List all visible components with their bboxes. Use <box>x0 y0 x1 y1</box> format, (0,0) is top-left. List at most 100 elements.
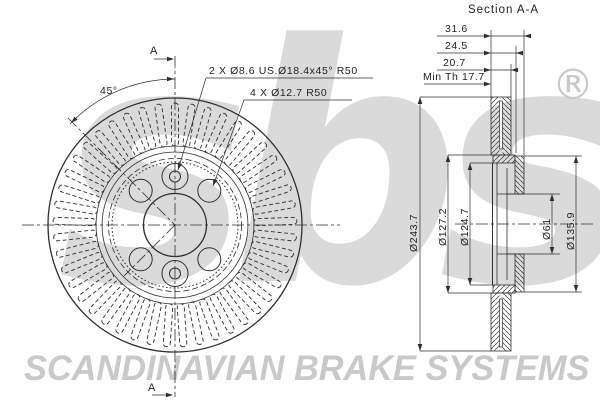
angle-arc <box>69 78 176 125</box>
dimension-arrowhead <box>484 67 491 73</box>
dimension-arrowhead <box>167 76 174 82</box>
dim-bore-diameter: Ø61 <box>541 218 553 240</box>
dimension-arrowhead <box>484 81 491 87</box>
sbs-logo-watermark: sbs <box>58 0 600 359</box>
vent-slot <box>232 141 268 174</box>
section-view: Section A-A <box>408 4 596 352</box>
vent-slot <box>72 154 111 183</box>
vent-slot <box>108 120 136 159</box>
callout-leader <box>212 99 245 187</box>
vent-slot <box>54 200 98 215</box>
vent-slot <box>253 216 298 227</box>
ring-pad-section <box>502 97 511 155</box>
vent-slot <box>193 107 212 150</box>
hat-edge-circle <box>101 151 249 299</box>
arrowheads <box>71 33 579 398</box>
vent-slot <box>53 229 97 242</box>
hat-face-wall <box>514 253 525 293</box>
vent-slot <box>236 271 273 302</box>
dimension-arrowhead <box>524 33 531 39</box>
vent-slot <box>245 169 286 193</box>
vent-slot <box>219 287 249 325</box>
vent-slot <box>239 154 278 183</box>
section-marker-bottom: A <box>148 382 156 394</box>
vent-slot <box>253 229 297 242</box>
dim-outer-diameter: Ø243.7 <box>408 214 420 252</box>
dim-thickness: 20.7 <box>443 57 466 69</box>
vent-channel <box>499 100 503 150</box>
countersunk-hole-outer <box>161 163 189 190</box>
vent-slot <box>171 102 179 147</box>
dimension-arrowhead <box>549 194 555 201</box>
vent-slot <box>214 120 242 159</box>
dim-hat-diameter-1: Ø127.2 <box>437 208 449 246</box>
vent-slot <box>247 251 289 274</box>
bolt-hole <box>197 178 222 203</box>
vent-channel <box>499 298 503 348</box>
vent-slot <box>204 112 228 154</box>
front-view: 45° 2 X Ø8.6 US.Ø18.4x45° R50 4 X Ø12.7 … <box>22 45 373 397</box>
vent-slot <box>56 241 99 258</box>
bolt-hole <box>128 178 153 203</box>
vent-slot <box>101 287 131 325</box>
vent-slot <box>64 169 105 193</box>
vent-slot <box>242 262 282 289</box>
dimension-arrowhead <box>445 286 451 293</box>
hidden-diameter-circle <box>108 158 242 292</box>
vent-slot <box>199 298 220 341</box>
dimension-arrowhead <box>445 155 451 162</box>
diagonal-centerline-upper <box>67 117 176 226</box>
dimension-arrowhead <box>484 50 491 56</box>
callout-leader <box>177 77 207 171</box>
dimension-arrowhead <box>484 33 491 39</box>
vent-slot <box>146 301 162 345</box>
dimension-arrowhead <box>573 156 579 163</box>
vent-slot <box>251 241 294 258</box>
vent-slot <box>68 262 108 289</box>
dimension-arrowhead <box>213 178 218 186</box>
dimension-arrowhead <box>177 162 183 170</box>
vent-slot <box>224 130 256 166</box>
vent-slot <box>82 141 118 174</box>
dimension-arrowhead <box>166 392 173 398</box>
vent-slot <box>58 184 101 204</box>
dimension-arrowhead <box>549 247 555 254</box>
ring-pad-section <box>491 293 500 351</box>
vent-slot <box>77 271 114 302</box>
vent-slot <box>122 112 146 154</box>
dim-width-mid: 24.5 <box>445 40 468 52</box>
bolt-hole-callout: 4 X Ø12.7 R50 <box>250 87 327 99</box>
vent-slots <box>52 102 298 348</box>
hat-cylinder-wall <box>492 284 516 294</box>
vent-slot <box>162 303 174 348</box>
vent-slot <box>52 216 97 227</box>
dimension-arrowhead <box>516 50 523 56</box>
vent-slot <box>61 251 103 274</box>
vent-slot <box>115 293 141 334</box>
registered-trademark-icon: ® <box>552 60 594 109</box>
disc-outer-circle <box>47 97 303 353</box>
center-bore-circle <box>142 192 208 258</box>
vent-slot <box>176 303 188 348</box>
vent-slot <box>252 200 296 215</box>
brand-tagline: SCANDINAVIAN BRAKE SYSTEMS <box>24 349 590 388</box>
countersunk-hole-outer <box>161 260 189 287</box>
vent-slot <box>182 103 196 148</box>
countersunk-hole-inner <box>169 170 181 183</box>
dimension-arrowhead <box>467 163 473 170</box>
dimension-arrowhead <box>417 97 423 104</box>
dimension-arrowhead <box>71 116 78 123</box>
angle-label: 45° <box>100 85 118 97</box>
serrated-circle <box>111 161 239 289</box>
hat-cylinder-wall <box>492 154 516 164</box>
diagonal-centerline-lower <box>123 224 176 277</box>
hat-face-wall <box>514 155 525 195</box>
countersunk-callout: 2 X Ø8.6 US.Ø18.4x45° R50 <box>209 65 358 77</box>
dimension-arrowhead <box>417 344 423 351</box>
vent-slot <box>249 184 292 204</box>
dimension-arrowhead <box>573 285 579 292</box>
dim-width-overall: 31.6 <box>445 23 468 35</box>
vent-slot <box>138 107 157 150</box>
bolt-hole <box>197 247 222 272</box>
